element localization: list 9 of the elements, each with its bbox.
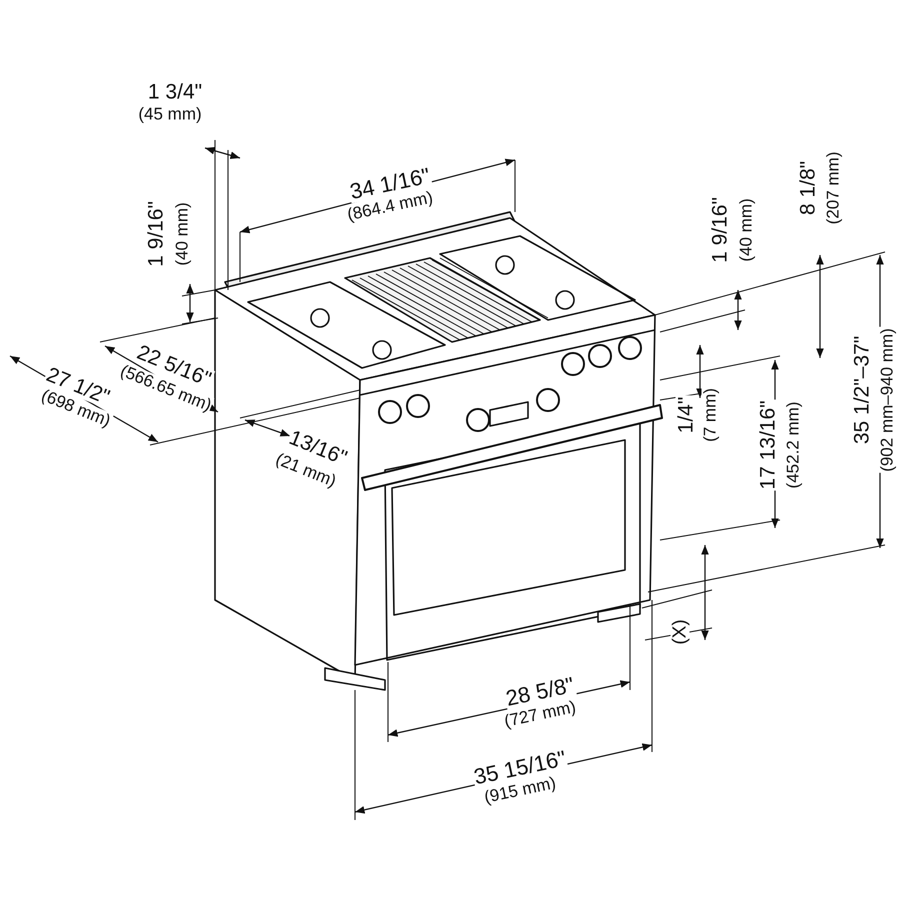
dimension-label: (45 mm) [137, 106, 203, 122]
dimension-label: (7 mm) [702, 387, 718, 443]
dimension-label: 17 13/16" [758, 399, 778, 491]
dimension-label: (207 mm) [824, 150, 842, 226]
dimension-label: (X) [670, 618, 690, 646]
dimension-label: (902 mm–940 mm) [878, 327, 896, 473]
dimension-label: (40 mm) [738, 197, 754, 263]
dimension-label: (40 mm) [174, 201, 190, 267]
dimension-label: (452.2 mm) [784, 400, 802, 490]
